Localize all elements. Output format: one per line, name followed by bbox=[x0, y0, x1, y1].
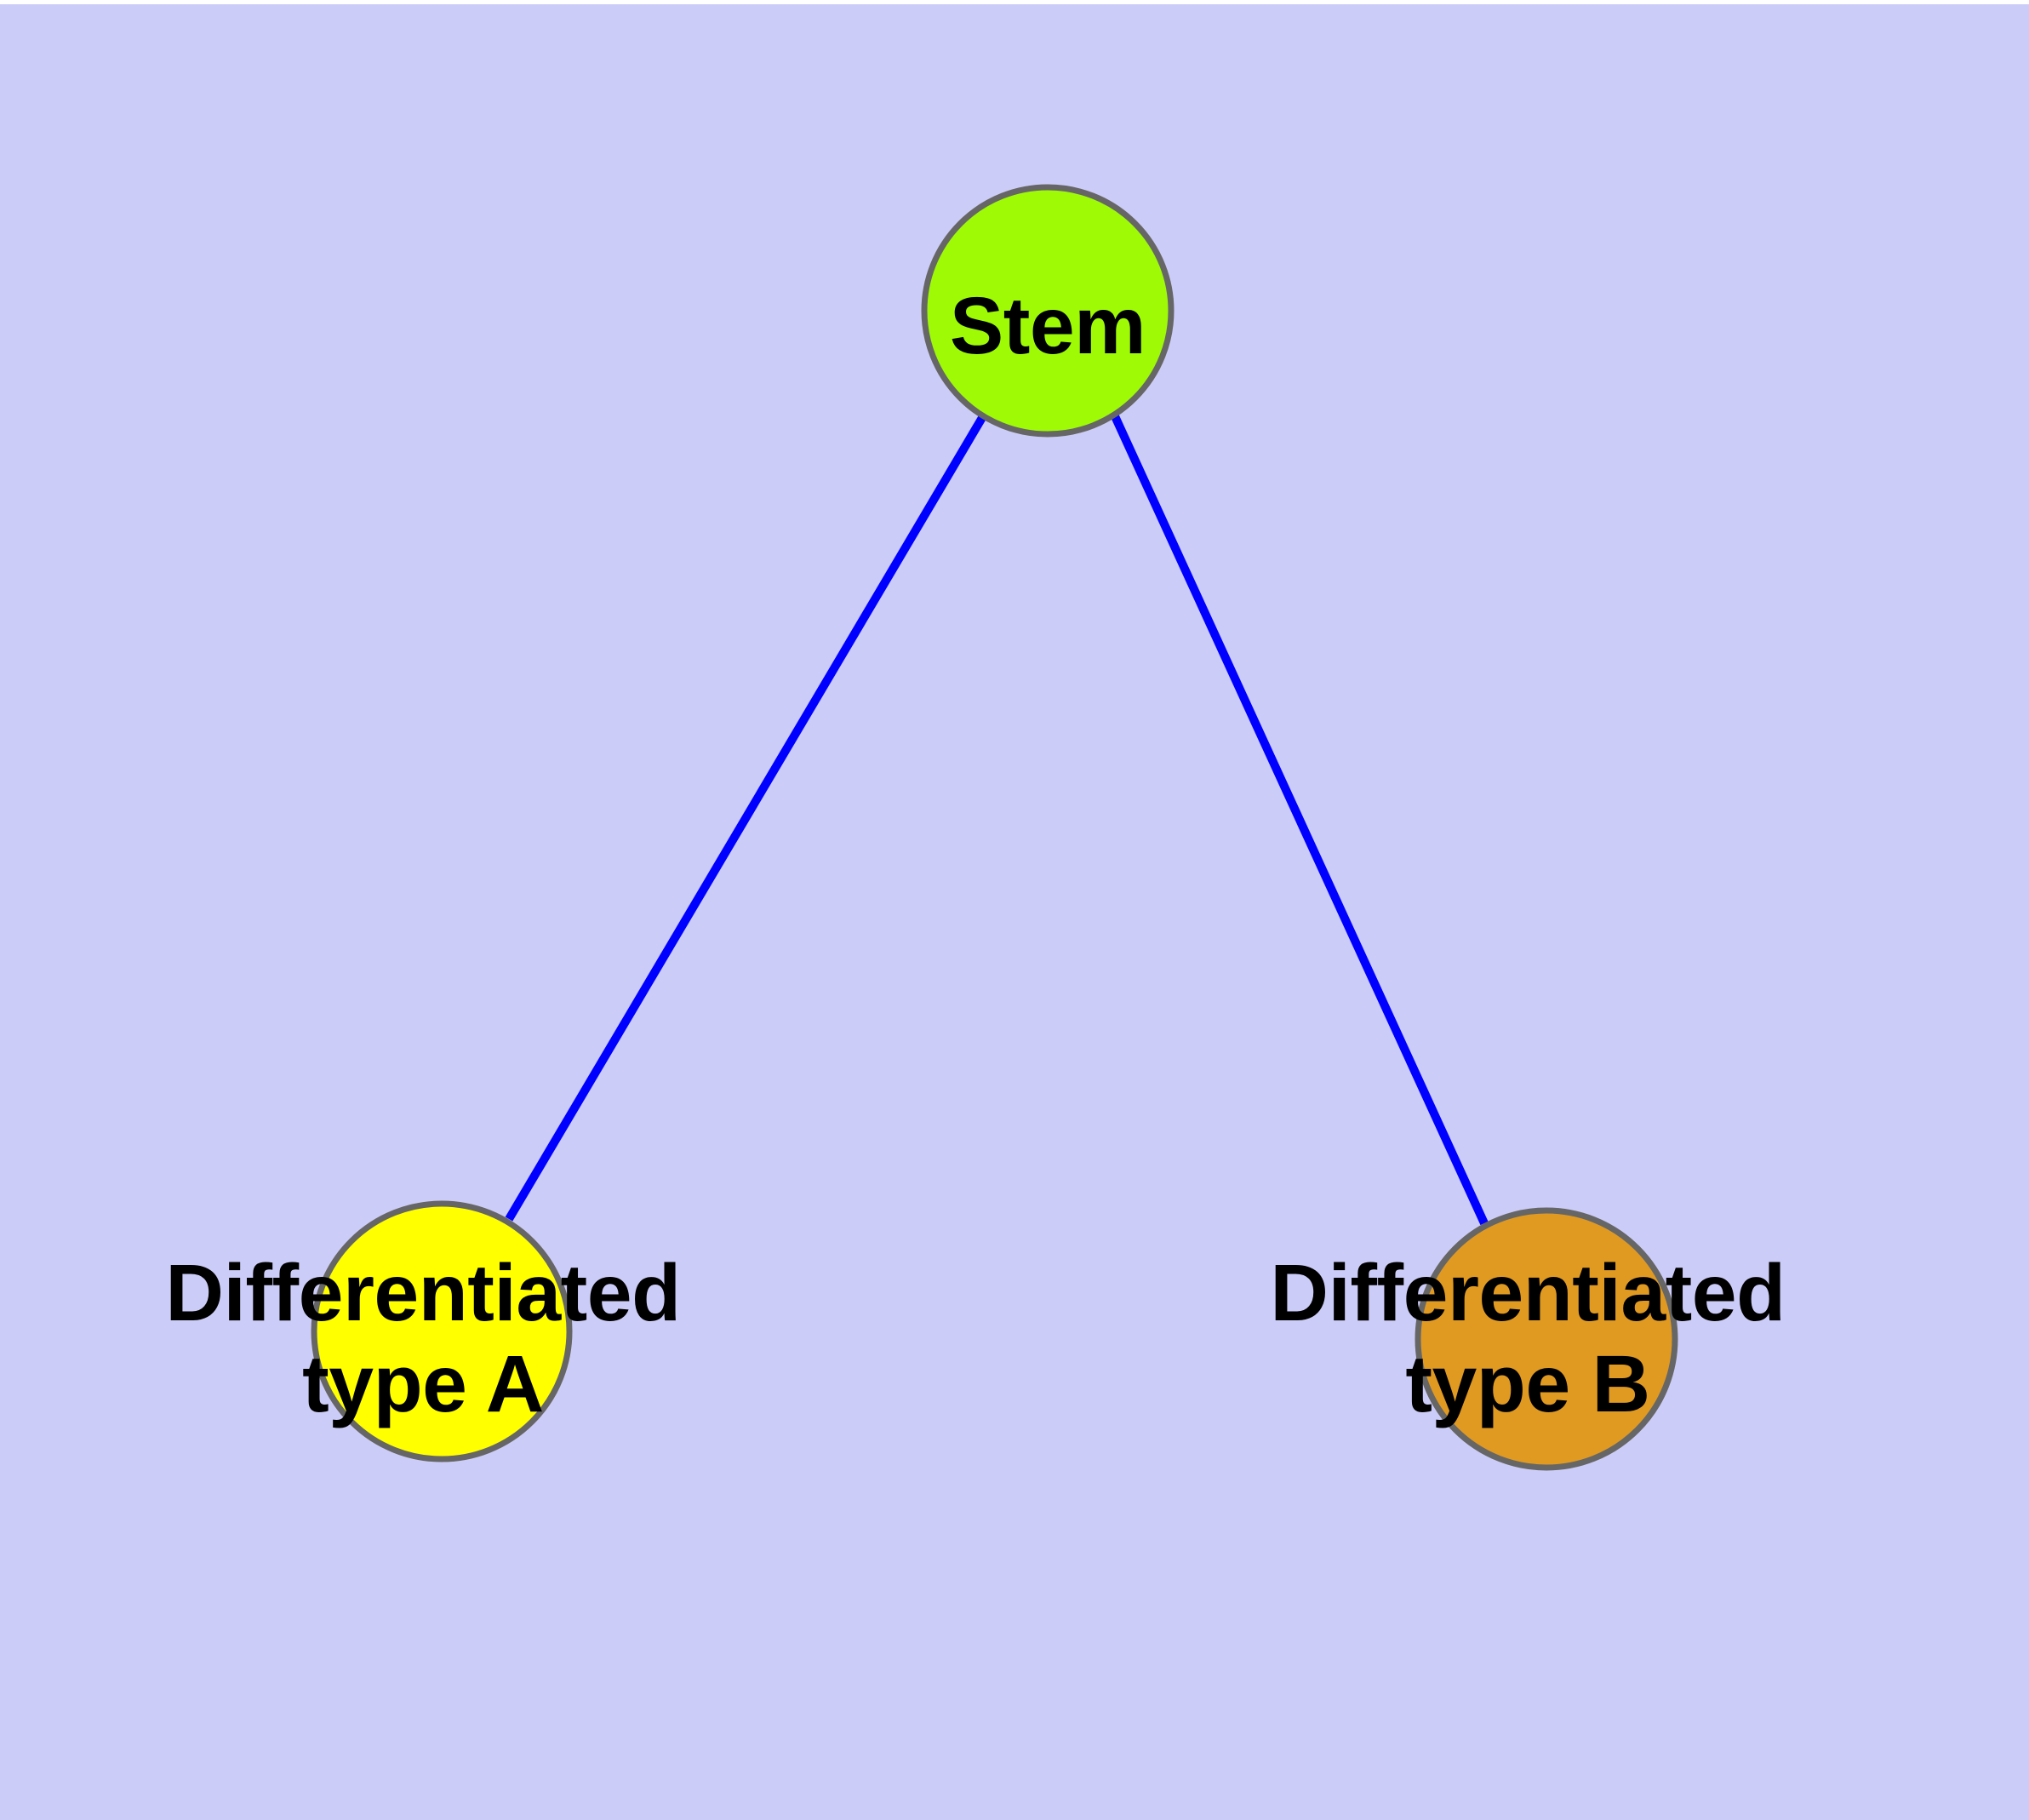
edge-stem-to-differentiated-type-a bbox=[505, 414, 987, 1222]
node-stem[interactable] bbox=[921, 184, 1175, 438]
node-layer bbox=[311, 184, 1678, 1471]
edge-layer bbox=[505, 414, 1489, 1226]
node-differentiated-type-a[interactable] bbox=[311, 1200, 573, 1462]
edge-stem-to-differentiated-type-b bbox=[1111, 414, 1489, 1226]
node-differentiated-type-b[interactable] bbox=[1415, 1207, 1678, 1471]
